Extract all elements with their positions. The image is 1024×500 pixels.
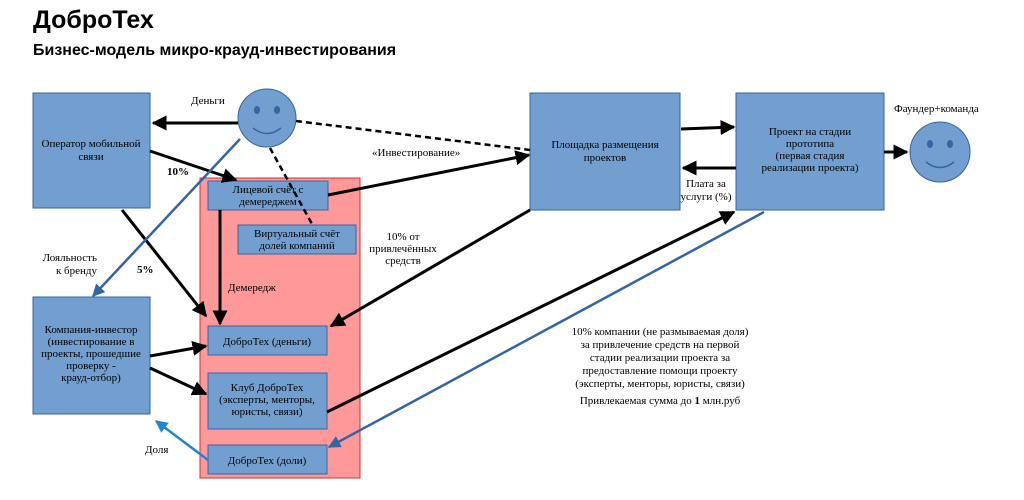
club-label-2: (эксперты, менторы,	[219, 394, 315, 406]
svg-text:Клуб ДоброТех(эксперты, ментор: Клуб ДоброТех(эксперты, менторы,юристы, …	[219, 382, 315, 418]
arrow-project-to-shares-blue	[327, 210, 765, 449]
arrow-company-to-club	[149, 366, 208, 396]
arrow-platform-to-project	[680, 120, 736, 136]
company-label-2: (инвестирование в	[48, 336, 135, 348]
arrow-investor-to-platform-dashed	[295, 119, 531, 152]
arrow-account-to-platform	[327, 150, 531, 197]
dobrotech-money-box[interactable]: ДоброТех (деньги)	[207, 325, 328, 356]
label-pct5: 5%	[137, 264, 154, 276]
investor-smiley-icon	[237, 88, 297, 148]
platform-label-1: Площадка размещения	[551, 139, 658, 151]
project-label-1: Проект на стадии	[769, 126, 851, 138]
arrow-investor-to-virtual-dashed	[268, 147, 314, 225]
svg-text:Компания-инвестор(инвестирован: Компания-инвестор(инвестирование впроект…	[41, 324, 141, 384]
label-pct10: 10%	[167, 166, 189, 178]
label-demurrage: Демередж	[228, 282, 276, 294]
arrow-shares-to-company-blue	[155, 420, 209, 461]
dobrotech-money-label: ДоброТех (деньги)	[223, 336, 311, 348]
operator-label-1: Оператор мобильной	[42, 138, 141, 150]
virtual-account-label-2: долей компаний	[259, 240, 335, 252]
company-label-5: крауд-отбор)	[61, 372, 121, 384]
company-label-4: проверку -	[66, 360, 116, 372]
project-label-4: реализации проекта)	[761, 162, 858, 174]
arrow-operator-to-money	[120, 209, 208, 318]
company-label-1: Компания-инвестор	[45, 324, 138, 336]
label-share: Доля	[145, 444, 168, 456]
personal-account-label-1: Лицевой счёт с	[233, 184, 304, 196]
project-label-3: (первая стадия	[776, 150, 845, 162]
arrow-operator-to-account	[149, 149, 238, 183]
operator-label-2: связи	[78, 151, 103, 163]
arrow-investor-to-company-blue	[92, 138, 241, 297]
label-founder: Фаундер+команда	[894, 103, 979, 115]
dobrotech-shares-label: ДоброТех (доли)	[228, 455, 307, 467]
club-label-3: юристы, связи)	[231, 406, 302, 418]
arrow-platform-to-money	[329, 208, 531, 328]
founder-smiley-icon	[909, 121, 971, 183]
page-title: ДоброТех	[33, 6, 154, 34]
dobrotech-shares-box[interactable]: ДоброТех (доли)	[207, 444, 328, 475]
arrow-company-to-money	[149, 340, 208, 358]
platform-label-2: проектов	[584, 152, 626, 164]
label-limit: Привлекаемая сумма до 1 млн.руб	[580, 395, 741, 407]
club-box[interactable]: Клуб ДоброТех(эксперты, менторы,юристы, …	[207, 372, 328, 430]
label-terms: 10% компании (не размываемая доля)за при…	[572, 326, 749, 390]
label-investing: «Инвестирование»	[372, 147, 460, 159]
virtual-account-label-1: Виртуальный счёт	[254, 228, 340, 240]
page-subtitle: Бизнес-модель микро-крауд-инвестирования	[33, 42, 397, 59]
label-money: Деньги	[191, 95, 225, 107]
club-label-1: Клуб ДоброТех	[231, 382, 304, 394]
arrow-club-to-project	[326, 210, 736, 414]
personal-account-label-2: демереджем	[239, 196, 296, 208]
project-label-2: прототипа	[786, 138, 834, 150]
company-label-3: проекты, прошедшие	[41, 348, 141, 360]
